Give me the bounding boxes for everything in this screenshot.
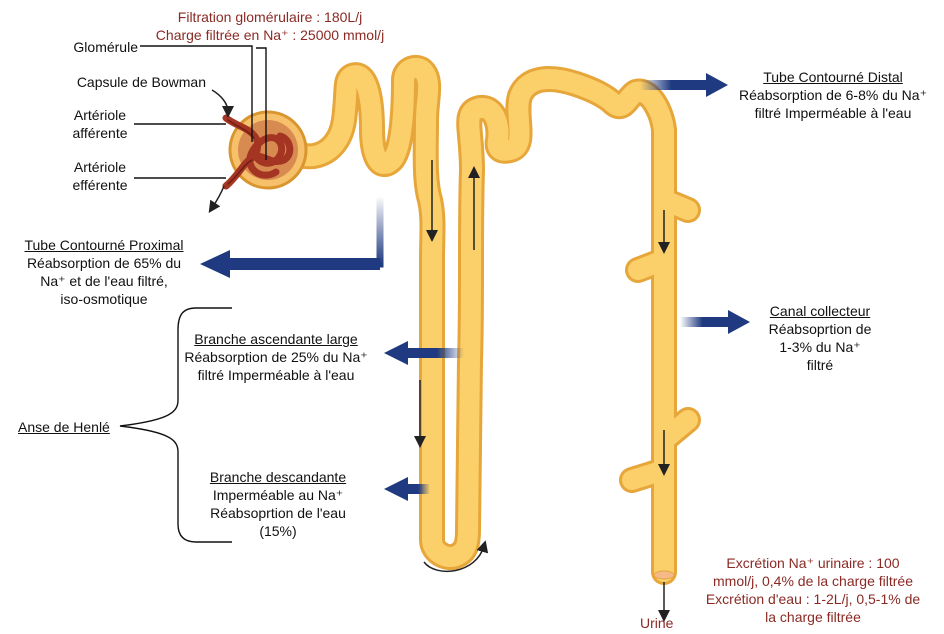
tcd-label: Tube Contourné Distal Réabsorption de 6-… bbox=[728, 68, 938, 122]
glomerule-label: Glomérule bbox=[30, 38, 138, 56]
collecting-duct-end bbox=[654, 571, 674, 579]
tcd-title: Tube Contourné Distal bbox=[728, 68, 938, 86]
afferent-label: Artériole afférente bbox=[60, 106, 140, 142]
capsule-label: Capsule de Bowman bbox=[20, 73, 206, 91]
urine-label: Urine bbox=[640, 614, 673, 632]
collector-arrow-icon bbox=[680, 317, 730, 327]
tcp-arrow-icon bbox=[228, 196, 380, 264]
tcp-line-3: iso-osmotique bbox=[4, 290, 204, 308]
tcd-line-2: filtré Imperméable à l'eau bbox=[728, 104, 938, 122]
filtration-line-2: Charge filtrée en Na⁺ : 25000 mmol/j bbox=[128, 26, 412, 44]
filtration-line-1: Filtration glomérulaire : 180L/j bbox=[128, 8, 412, 26]
filtration-label: Filtration glomérulaire : 180L/j Charge … bbox=[128, 8, 412, 44]
descending-line-1: Imperméable au Na⁺ bbox=[186, 486, 370, 504]
ascending-title: Branche ascendante large bbox=[170, 330, 382, 348]
collector-line-1: Réabsoprtion de bbox=[754, 320, 886, 338]
descending-title: Branche descandante bbox=[186, 468, 370, 486]
ascending-line-1: Réabsorption de 25% du Na⁺ bbox=[170, 348, 382, 366]
tcp-label: Tube Contourné Proximal Réabsorption de … bbox=[4, 236, 204, 308]
excretion-line-4: la charge filtrée bbox=[684, 608, 942, 626]
ascending-arrow-icon bbox=[404, 348, 464, 358]
henle-title: Anse de Henlé bbox=[18, 419, 110, 435]
collector-label: Canal collecteur Réabsoprtion de 1-3% du… bbox=[754, 302, 886, 374]
collector-line-2: 1-3% du Na⁺ bbox=[754, 338, 886, 356]
descending-line-3: (15%) bbox=[186, 522, 370, 540]
tcp-line-1: Réabsorption de 65% du bbox=[4, 254, 204, 272]
efferent-line-1: Artériole bbox=[60, 158, 140, 176]
ascending-label: Branche ascendante large Réabsorption de… bbox=[170, 330, 382, 384]
excretion-line-1: Excrétion Na⁺ urinaire : 100 bbox=[684, 554, 942, 572]
tcd-line-1: Réabsorption de 6-8% du Na⁺ bbox=[728, 86, 938, 104]
collector-title: Canal collecteur bbox=[754, 302, 886, 320]
afferent-line-2: afférente bbox=[60, 124, 140, 142]
collector-line-3: filtré bbox=[754, 356, 886, 374]
tcp-title: Tube Contourné Proximal bbox=[4, 236, 204, 254]
efferent-line-2: efférente bbox=[60, 176, 140, 194]
excretion-line-2: mmol/j, 0,4% de la charge filtrée bbox=[684, 572, 942, 590]
descending-line-2: Réabsoprtion de l'eau bbox=[186, 504, 370, 522]
capsule-arrow-icon bbox=[212, 90, 228, 112]
excretion-line-3: Excrétion d'eau : 1-2L/j, 0,5-1% de bbox=[684, 590, 942, 608]
tcp-line-2: Na⁺ et de l'eau filtré, bbox=[4, 272, 204, 290]
efferent-label: Artériole efférente bbox=[60, 158, 140, 194]
afferent-line-1: Artériole bbox=[60, 106, 140, 124]
efferent-arrow-icon bbox=[212, 186, 224, 208]
descending-label: Branche descandante Imperméable au Na⁺ R… bbox=[186, 468, 370, 540]
excretion-label: Excrétion Na⁺ urinaire : 100 mmol/j, 0,4… bbox=[684, 554, 942, 626]
tcd-arrow-icon bbox=[640, 80, 710, 90]
ascending-line-2: filtré Imperméable à l'eau bbox=[170, 366, 382, 384]
henle-label: Anse de Henlé bbox=[18, 418, 110, 436]
